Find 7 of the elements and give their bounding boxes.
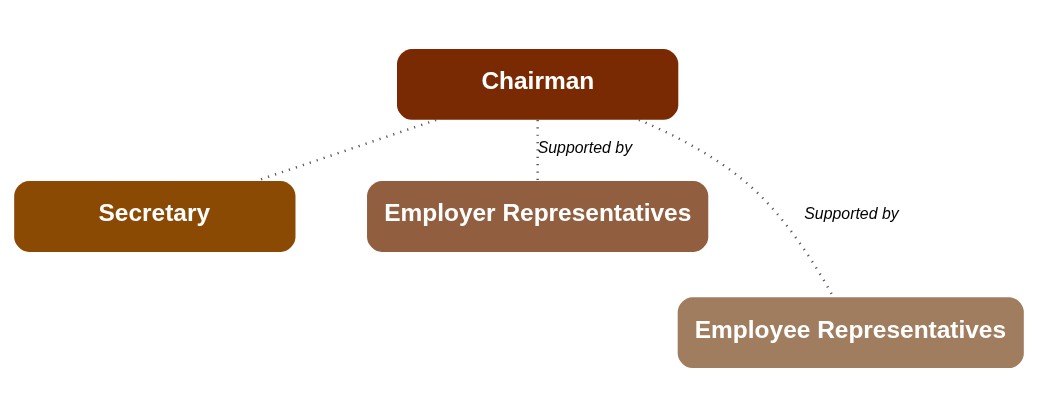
node-box: Chairman [397,48,679,120]
edge-label: Supported by [804,204,899,222]
connector [536,119,539,181]
node-box: Secretary [14,180,296,252]
edge-label: Supported by [537,138,633,156]
node-box: Employee Representatives [677,296,1024,368]
node-box: Employer Representatives [367,180,709,252]
